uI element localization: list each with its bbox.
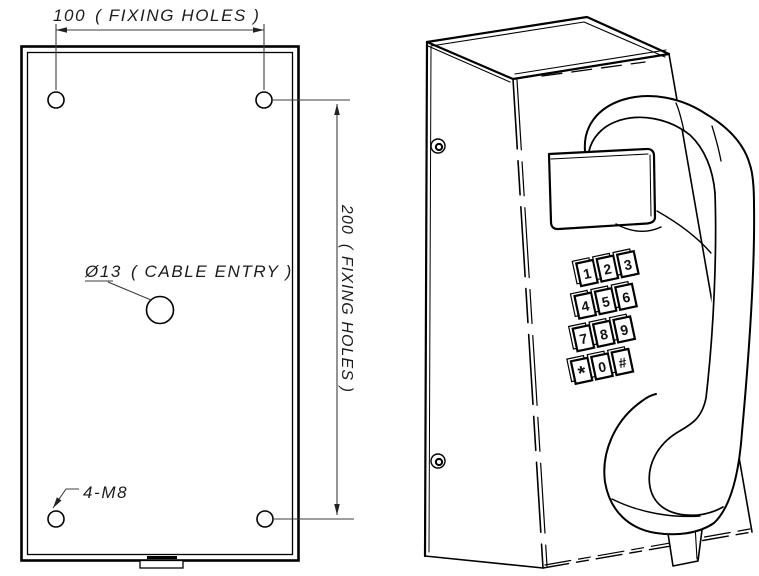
screw-top (430, 138, 446, 154)
thread-callout: 4-M8 (52, 483, 128, 509)
cable-entry-label: Ø13( CABLE ENTRY ) (84, 262, 293, 281)
keypad-key-6: 6 (610, 280, 639, 312)
key-label: 9 (619, 321, 630, 338)
keypad-key-4: 4 (569, 289, 598, 320)
keypad-key-star: * (566, 354, 594, 385)
keypad-key-hash: # (606, 346, 635, 377)
dimension-width-label: 100( FIXING HOLES ) (53, 6, 261, 25)
dimension-height-label: 200( FIXING HOLES ) (338, 204, 355, 393)
thread-label: 4-M8 (83, 483, 128, 502)
key-label: 0 (597, 358, 608, 375)
mounting-hole-top-left (47, 91, 65, 109)
isometric-phone-view: 1 2 3 4 5 (423, 15, 756, 569)
key-label: 4 (580, 297, 591, 314)
key-label: 8 (598, 326, 609, 343)
keypad-key-8: 8 (588, 317, 616, 349)
handset-outer-edge (583, 95, 756, 536)
keypad-key-1: 1 (571, 257, 600, 288)
panel-bottom-tab (139, 556, 184, 569)
key-label: 6 (621, 289, 632, 306)
cradle-bracket (656, 210, 712, 254)
mouthpiece-seam (675, 102, 685, 132)
keypad-key-3: 3 (612, 248, 640, 279)
keypad-key-2: 2 (591, 252, 620, 283)
handle-seam (711, 125, 722, 162)
key-label: # (617, 354, 628, 371)
dimension-width: 100( FIXING HOLES ) (53, 6, 265, 90)
key-label: 5 (600, 293, 611, 310)
screw-bottom (430, 453, 446, 469)
cable-entry-hole (145, 295, 175, 325)
key-label: 7 (578, 330, 589, 347)
cradle-hook (615, 223, 662, 232)
handset-inner-rim (648, 192, 724, 517)
top-face-hidden-line (541, 61, 646, 77)
handset-earpiece-edge (603, 393, 657, 534)
mounting-hole-bottom-left (47, 510, 65, 528)
keypad-key-5: 5 (590, 285, 618, 316)
cradle-hood (547, 147, 657, 231)
key-label: 3 (622, 256, 633, 273)
panel-inner-outline (26, 51, 294, 556)
keypad: 1 2 3 4 5 (566, 248, 640, 385)
keypad-key-9: 9 (608, 313, 637, 344)
dimension-height: 200( FIXING HOLES ) (272, 99, 355, 520)
mounting-hole-bottom-right (256, 510, 274, 528)
keypad-key-7: 7 (567, 322, 596, 353)
earpiece-seam (611, 498, 701, 518)
handset-inner-curve (588, 116, 716, 194)
cable-entry-callout: Ø13( CABLE ENTRY ) (84, 262, 293, 301)
keypad-key-0: 0 (586, 350, 615, 381)
mounting-hole-top-right (255, 91, 273, 109)
key-label: 1 (582, 265, 593, 282)
handset (583, 95, 756, 536)
front-panel-view: 100( FIXING HOLES ) 200( FIXING HOLES ) … (20, 6, 355, 569)
key-label: 2 (602, 260, 613, 277)
